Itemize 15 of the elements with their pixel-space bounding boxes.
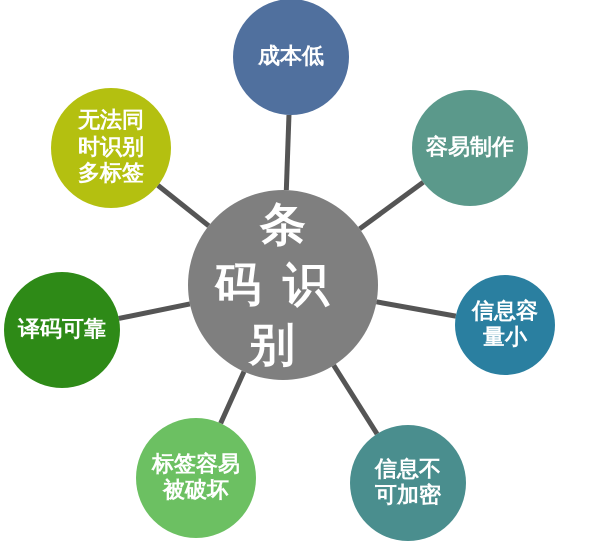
feature-label: 无法同时识别多标签 — [76, 108, 145, 188]
connector-line — [218, 370, 246, 424]
feature-label: 成本低 — [256, 44, 325, 70]
connector-line — [156, 183, 210, 228]
topic-label: 条码识别 — [214, 196, 352, 373]
connector-line — [358, 180, 425, 231]
connector-line — [284, 114, 292, 190]
feature-label: 信息容量小 — [470, 298, 539, 352]
feature-label: 译码可靠 — [16, 316, 107, 344]
connector-line — [376, 299, 456, 319]
feature-label: 信息不可加密 — [373, 456, 442, 510]
feature-label: 标签容易被破坏 — [150, 452, 241, 504]
feature-label: 容易制作 — [425, 134, 515, 162]
connector-line — [118, 302, 190, 321]
connector-line — [332, 364, 380, 436]
